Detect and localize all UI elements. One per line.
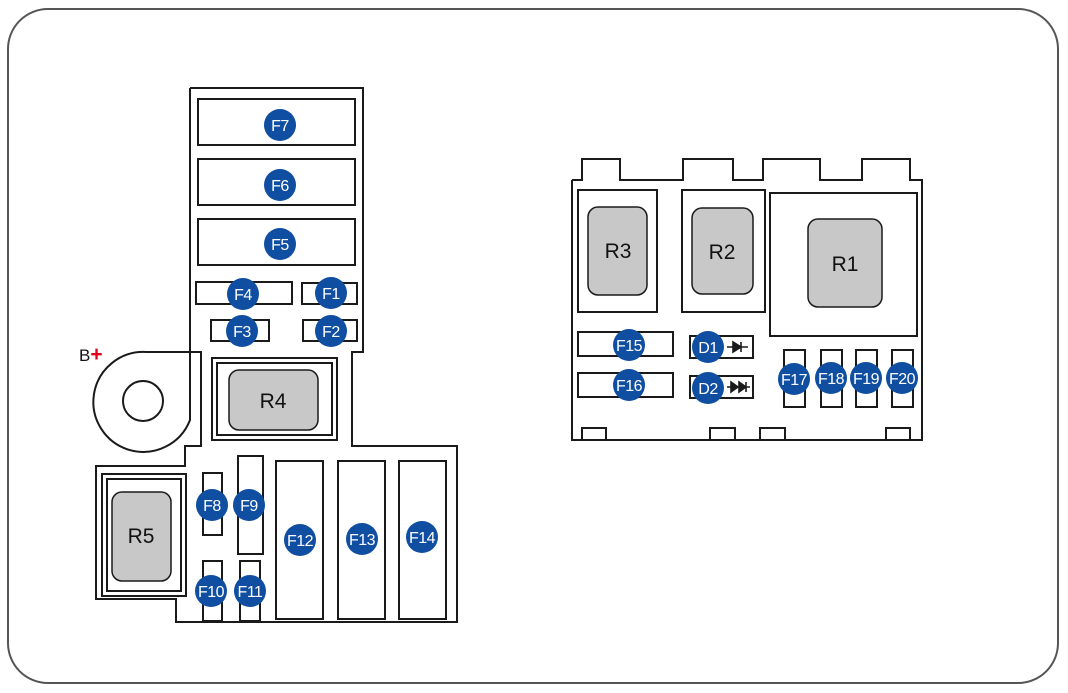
badge-f16	[613, 369, 645, 401]
badge-f6-label: F6	[271, 178, 289, 195]
badge-f14-label: F14	[409, 530, 436, 547]
housing-r3	[577, 189, 658, 313]
relay-r1-label: R1	[832, 253, 859, 276]
badge-f9-label: F9	[240, 498, 258, 515]
relays	[111, 206, 883, 582]
badge-d2-label: D2	[698, 381, 718, 398]
slot-f6	[197, 158, 356, 206]
badge-f19	[850, 362, 882, 394]
slot-f13	[337, 460, 386, 620]
badge-f17	[778, 363, 810, 395]
diode-symbol-d1	[727, 340, 748, 354]
badge-f14	[406, 521, 438, 553]
badge-f7-label: F7	[271, 118, 289, 135]
slot-f12	[275, 460, 324, 620]
badge-f18-label: F18	[818, 371, 845, 388]
housing-r4	[211, 357, 338, 441]
relay-r1-body	[807, 218, 883, 308]
relay-r3-label: R3	[605, 240, 632, 263]
housing-r5	[101, 473, 187, 597]
badge-f5	[264, 228, 296, 260]
badge-d1-label: D1	[698, 340, 718, 357]
badge-f12-label: F12	[287, 533, 314, 550]
badge-f13	[346, 523, 378, 555]
left-block-outline	[95, 87, 458, 623]
badge-f8-label: F8	[203, 498, 221, 515]
badge-f15-label: F15	[616, 338, 643, 355]
relay-r2-label: R2	[709, 241, 736, 264]
diode-symbol-d2	[727, 380, 750, 394]
badge-f19-label: F19	[853, 371, 880, 388]
relay-r5-body	[111, 491, 172, 582]
badge-f15	[613, 329, 645, 361]
badge-f10	[195, 575, 227, 607]
badge-f7	[264, 109, 296, 141]
badge-f5-label: F5	[271, 237, 289, 254]
badge-f8	[196, 489, 228, 521]
battery-label: B+	[79, 343, 103, 366]
badges: F7 F6 F5 F4 F1 F3 F2 F8 F9 F10 F11 F12 F…	[195, 109, 918, 607]
badge-f17-label: F17	[781, 372, 808, 389]
badge-f9	[233, 489, 265, 521]
relay-r2-body	[691, 207, 754, 295]
badge-f4	[227, 278, 259, 310]
badge-f16-label: F16	[616, 378, 643, 395]
badge-f11	[234, 575, 266, 607]
badge-f10-label: F10	[198, 584, 225, 601]
badge-f2	[315, 315, 347, 347]
badge-f6	[264, 169, 296, 201]
badge-f1	[315, 277, 347, 309]
relay-r4-label: R4	[260, 390, 287, 413]
slot-f14	[398, 460, 447, 620]
badge-f12	[284, 524, 316, 556]
relay-r4-body	[228, 369, 319, 431]
badge-f4-label: F4	[234, 287, 252, 304]
battery-terminal-hole	[122, 380, 164, 422]
badge-f20-label: F20	[889, 371, 916, 388]
badge-f3	[226, 315, 258, 347]
badge-d2	[692, 372, 724, 404]
slot-f7	[197, 98, 356, 146]
relay-r3-body	[587, 206, 648, 296]
badge-f11-label: F11	[238, 584, 263, 601]
badge-f1-label: F1	[322, 286, 340, 303]
badge-f3-label: F3	[233, 324, 251, 341]
badge-f20	[886, 362, 918, 394]
relay-r5-label: R5	[128, 525, 155, 548]
slot-d1	[689, 335, 754, 359]
right-block-outline	[571, 158, 923, 441]
badge-d1	[692, 331, 724, 363]
slot-d2	[689, 375, 754, 399]
housing-r1	[769, 192, 918, 337]
outer-frame	[7, 8, 1059, 684]
battery-terminal	[92, 350, 191, 453]
slot-f5	[197, 218, 356, 266]
badge-f2-label: F2	[322, 324, 340, 341]
badge-f18	[815, 362, 847, 394]
housing-r2	[681, 189, 766, 313]
badge-f13-label: F13	[349, 532, 376, 549]
